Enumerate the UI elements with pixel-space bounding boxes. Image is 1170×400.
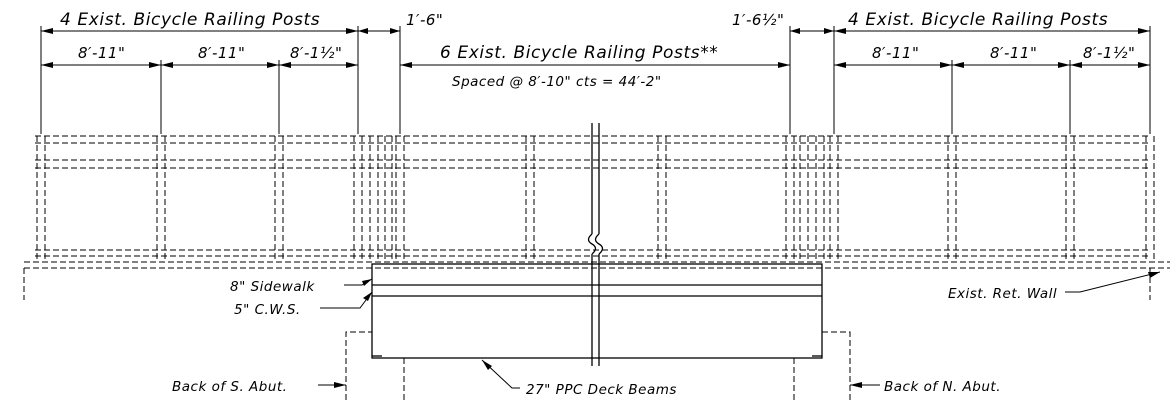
cws-label: 5" C.W.S.	[234, 302, 301, 318]
left-group-label: 4 Exist. Bicycle Railing Posts	[60, 10, 320, 30]
deck-beams-label: 27" PPC Deck Beams	[526, 382, 677, 398]
left-spacing-2: 8′-11"	[198, 44, 245, 62]
extension-lines	[40, 26, 1151, 134]
right-spacing-1: 8′-11"	[872, 44, 919, 62]
left-gap-label: 1′-6"	[406, 11, 443, 29]
center-spacing-label: Spaced @ 8′-10" cts = 44′-2"	[452, 74, 662, 90]
centerline-break	[587, 123, 604, 366]
right-spacing-3: 8′-1½"	[1083, 44, 1135, 62]
left-spacing-1: 8′-11"	[78, 44, 125, 62]
s-abut-label: Back of S. Abut.	[172, 379, 287, 395]
right-spacing-2: 8′-11"	[990, 44, 1037, 62]
callouts: 8" Sidewalk 5" C.W.S. Exist. Ret. Wall B…	[172, 271, 1161, 398]
ret-wall-label: Exist. Ret. Wall	[948, 286, 1057, 302]
sidewalk-label: 8" Sidewalk	[230, 279, 315, 295]
right-group-label: 4 Exist. Bicycle Railing Posts	[848, 10, 1108, 30]
left-spacing-3: 8′-1½"	[290, 44, 342, 62]
existing-railing	[23, 135, 1170, 300]
right-gap-label: 1′-6½"	[732, 11, 784, 29]
n-abut-label: Back of N. Abut.	[884, 379, 1001, 395]
dimension-lines	[41, 28, 1150, 68]
deck-section	[371, 263, 823, 359]
railing-posts	[36, 136, 1155, 262]
center-group-label: 6 Exist. Bicycle Railing Posts**	[440, 43, 718, 63]
